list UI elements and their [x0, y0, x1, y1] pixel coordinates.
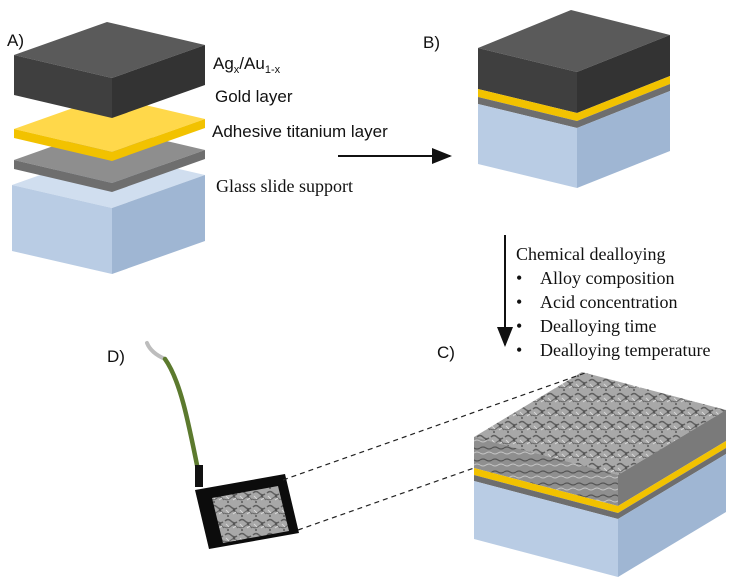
glass-front-face: [474, 481, 618, 577]
panel-label-c: C): [437, 343, 455, 362]
process-title: Chemical dealloying: [516, 244, 665, 264]
ti-front-face: [474, 475, 618, 519]
porous-gold-front: [474, 437, 618, 506]
panel-label-b: B): [423, 33, 440, 52]
panel-d-electrode: D): [107, 341, 299, 549]
panel-c-porous-stack: C): [437, 343, 726, 577]
bullet-4: •: [516, 340, 522, 360]
alloy-side-face: [577, 35, 670, 113]
dealloying-process-list: Chemical dealloying • Alloy composition …: [516, 244, 710, 360]
glass-front-face: [12, 185, 112, 274]
alloy-front-face: [14, 55, 112, 118]
alloy-front-face: [478, 48, 577, 113]
gold-side-face: [112, 119, 205, 161]
gold-front-face: [474, 468, 618, 513]
electrode-porous-area: [212, 486, 289, 543]
glass-front-face: [478, 104, 577, 188]
wire-tip: [145, 341, 167, 361]
glass-side-face: [577, 91, 670, 188]
parameter-dealloying-temperature: Dealloying temperature: [540, 340, 710, 360]
panel-a-exploded-stack: A) Agx/Au1-x Gold layer Adhesive titaniu…: [7, 22, 388, 274]
gold-top-face: [14, 96, 205, 152]
panel-b-assembled-stack: B): [423, 10, 670, 188]
titanium-layer-label: Adhesive titanium layer: [212, 122, 388, 141]
gold-side-face: [577, 76, 670, 121]
ti-front-face: [14, 160, 112, 192]
parameter-dealloying-time: Dealloying time: [540, 316, 656, 336]
panel-label-d: D): [107, 347, 125, 366]
glass-side-face: [618, 454, 726, 577]
ti-front-face: [478, 97, 577, 128]
bullet-3: •: [516, 316, 522, 336]
gold-front-face: [14, 129, 112, 161]
wire-connector: [195, 465, 203, 487]
gold-side-face: [618, 441, 726, 513]
alloy-layer-block: [14, 22, 205, 118]
ti-side-face: [112, 150, 205, 192]
parameter-alloy-composition: Alloy composition: [540, 268, 675, 288]
electrode-wire: [162, 356, 201, 473]
alloy-layer-label: Agx/Au1-x: [213, 54, 281, 76]
alloy-side-face: [112, 45, 205, 118]
zoom-line-bottom: [297, 467, 475, 531]
glass-side-face: [112, 175, 205, 274]
alloy-top-face: [478, 10, 670, 72]
parameter-acid-concentration: Acid concentration: [540, 292, 677, 312]
ti-side-face: [618, 448, 726, 519]
gold-layer-plate: [14, 96, 205, 161]
ti-side-face: [577, 84, 670, 128]
bullet-1: •: [516, 268, 522, 288]
panel-label-a: A): [7, 31, 24, 50]
gold-layer-label: Gold layer: [215, 87, 293, 106]
alloy-top-face: [14, 22, 205, 78]
gold-front-face: [478, 89, 577, 121]
bullet-2: •: [516, 292, 522, 312]
glass-support-label: Glass slide support: [216, 176, 353, 196]
